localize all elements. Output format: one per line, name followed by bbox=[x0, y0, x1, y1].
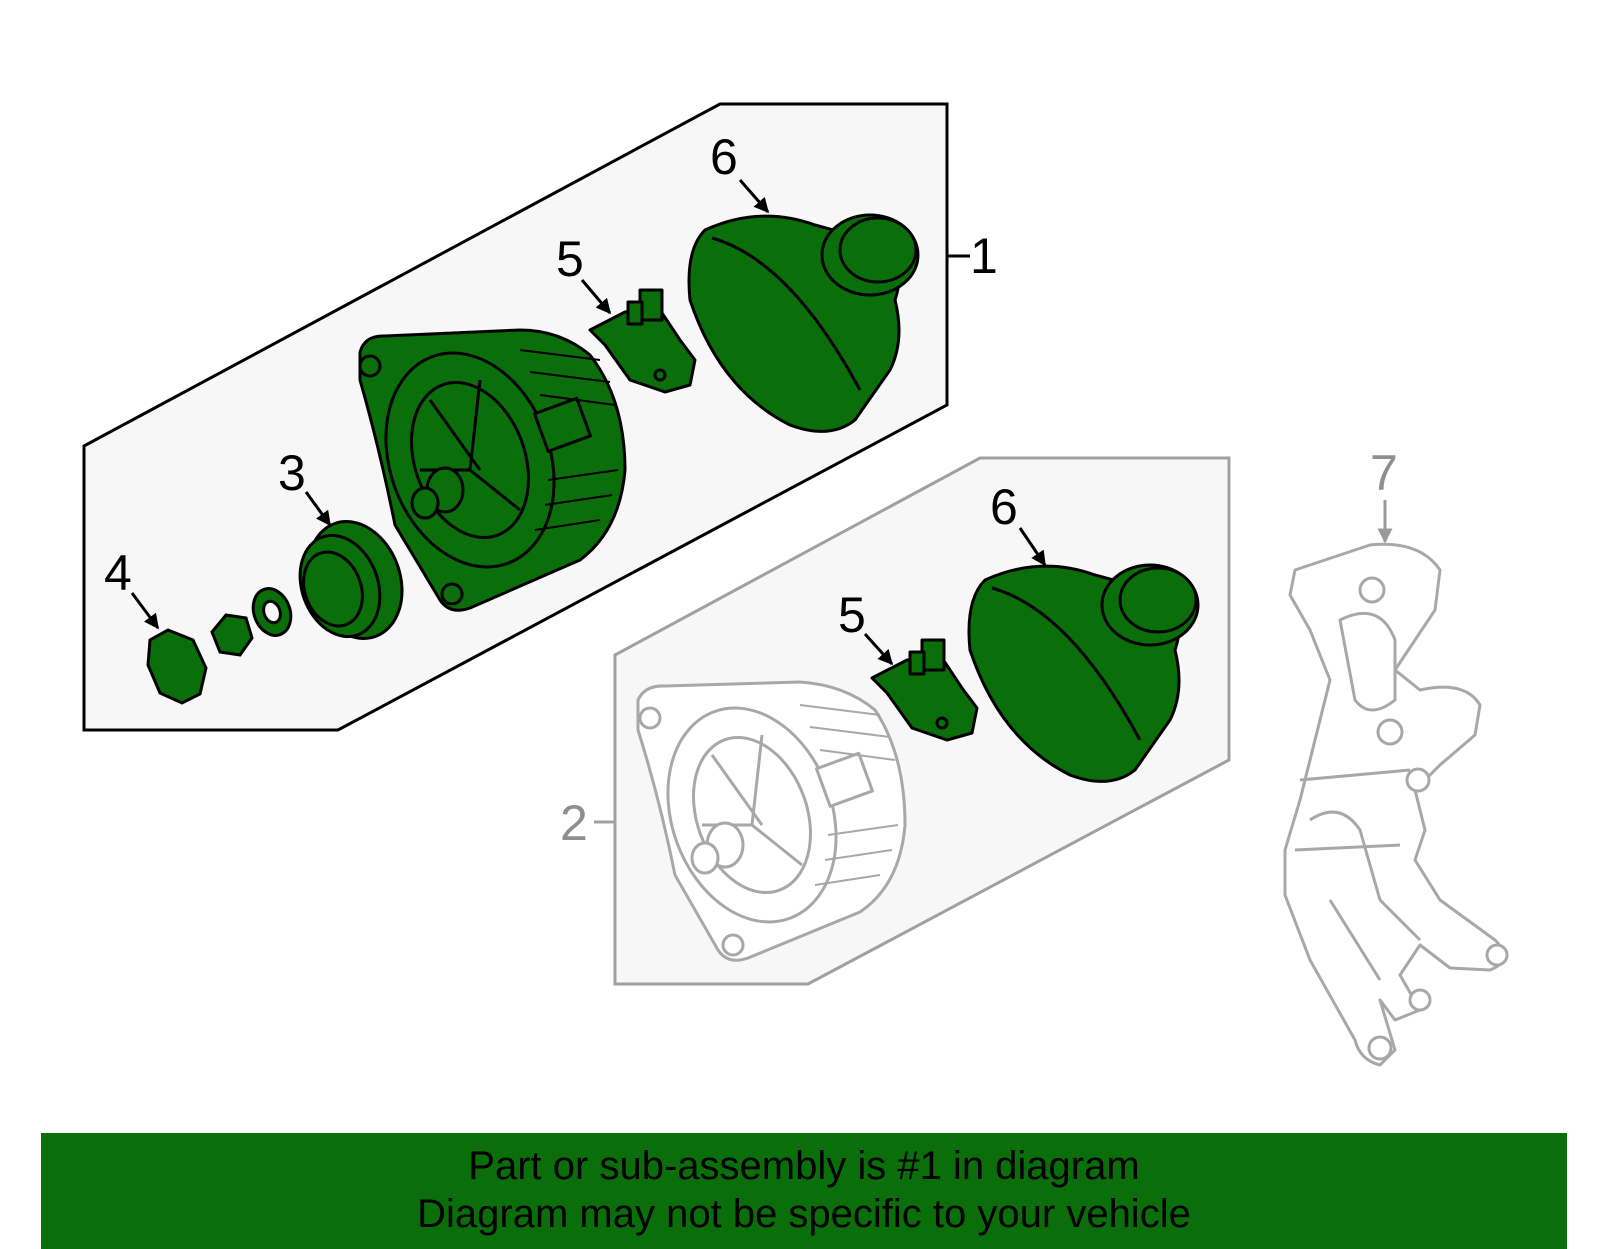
regulator-5a bbox=[588, 288, 697, 394]
callout-2: 2 bbox=[560, 795, 588, 851]
callout-6a: 6 bbox=[710, 129, 738, 185]
info-banner: Part or sub-assembly is #1 in diagram Di… bbox=[41, 1133, 1567, 1249]
regulator-5b bbox=[870, 638, 979, 742]
callout-4: 4 bbox=[104, 545, 132, 601]
banner-line-2: Diagram may not be specific to your vehi… bbox=[417, 1192, 1191, 1236]
banner-line-1: Part or sub-assembly is #1 in diagram bbox=[468, 1144, 1140, 1188]
pulley-3 bbox=[298, 520, 404, 640]
alternator-2 bbox=[636, 680, 907, 962]
cover-6a bbox=[687, 213, 920, 433]
callout-7: 7 bbox=[1370, 445, 1398, 501]
callout-6b: 6 bbox=[990, 479, 1018, 535]
cover-6b bbox=[967, 563, 1200, 783]
cap-4 bbox=[146, 628, 208, 705]
bracket-7 bbox=[1283, 542, 1509, 1067]
callout-3: 3 bbox=[278, 445, 306, 501]
washer-1 bbox=[251, 587, 293, 637]
callout-1: 1 bbox=[970, 228, 998, 284]
alternator-1 bbox=[358, 328, 627, 612]
nut-1 bbox=[210, 613, 254, 657]
callout-5b: 5 bbox=[838, 587, 866, 643]
callout-5a: 5 bbox=[556, 231, 584, 287]
leader-arrows bbox=[130, 179, 1393, 666]
